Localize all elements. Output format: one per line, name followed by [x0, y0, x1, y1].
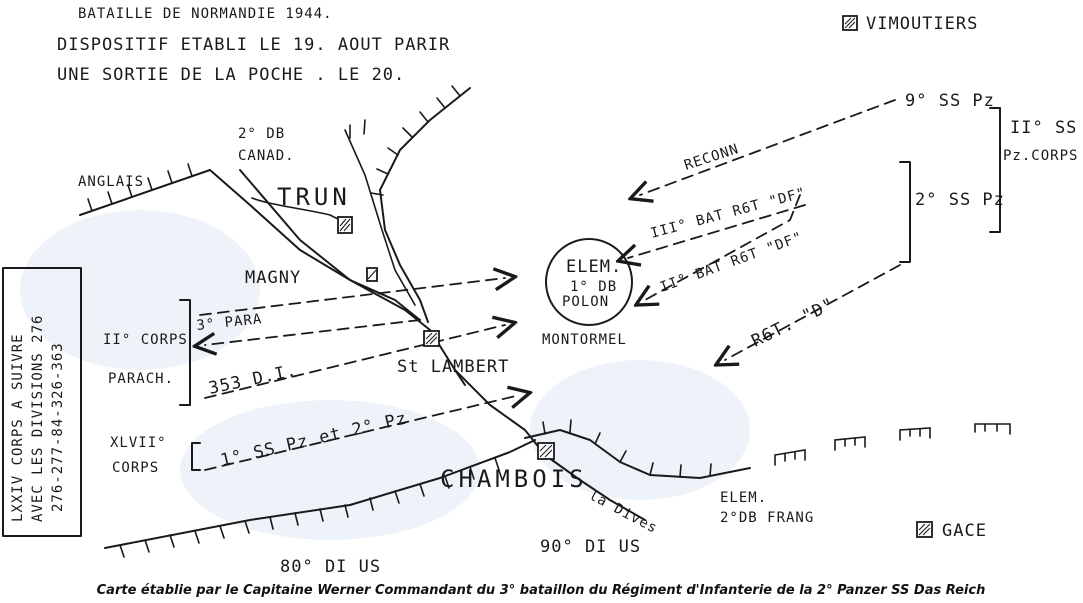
- map-caption: Carte établie par le Capitaine Werner Co…: [97, 583, 986, 598]
- label-2db-frang-line2: 2°DB FRANG: [720, 510, 814, 526]
- town-gace-icon: [916, 521, 933, 538]
- road-north-ticks: [349, 119, 366, 139]
- town-magny-icon: [366, 267, 378, 282]
- label-reconn: RECONN: [682, 141, 741, 174]
- lxxiv-corps-text: LXXIV CORPS A SUIVRE AVEC LES DIVISIONS …: [10, 315, 66, 522]
- label-2db-canad-line1: 2° DB: [238, 126, 285, 142]
- arrow-rgt-d: [725, 264, 901, 360]
- label-gace: GACE: [942, 521, 987, 541]
- bracket-2ss-corps: [989, 107, 1001, 233]
- label-polish-line1: ELEM.: [566, 257, 622, 277]
- label-353-di: 353 D.I.: [207, 361, 299, 399]
- label-vimoutiers: VIMOUTIERS: [866, 14, 978, 34]
- label-magny: MAGNY: [245, 268, 301, 288]
- label-st-lambert: St LAMBERT: [397, 357, 509, 377]
- label-2ss-corps-line2: Pz.CORPS: [1003, 148, 1078, 164]
- label-3-para: 3° PARA: [196, 311, 263, 334]
- front-ticks-southeast: [542, 419, 712, 478]
- town-chambois-icon: [537, 442, 555, 460]
- label-bat3-rgt-df: III° BAT R6T "DF": [649, 185, 808, 242]
- label-xlvii-line1: XLVII°: [110, 435, 167, 451]
- label-2-corps-para-line2: PARACH.: [108, 371, 174, 387]
- front-line-northwest: [79, 169, 421, 321]
- label-2db-frang-line1: ELEM.: [720, 490, 767, 506]
- arrow-353-di: [204, 325, 505, 399]
- label-trun: TRUN: [277, 183, 351, 211]
- label-lxxiv-line1: LXXIV CORPS A SUIVRE: [10, 333, 26, 522]
- label-lxxiv-line2: AVEC LES DIVISIONS 276: [30, 315, 46, 522]
- label-2-corps-para-line1: II° CORPS: [103, 332, 188, 348]
- road-north: [344, 129, 416, 306]
- arrow-1ss-pz: [204, 395, 520, 471]
- label-2db-canad-line2: CANAD.: [238, 148, 295, 164]
- label-polish-line3: POLON: [562, 294, 609, 310]
- label-2ss-pz: 2° SS Pz: [915, 190, 1005, 210]
- label-montormel: MONTORMEL: [542, 332, 627, 348]
- map-title: BATAILLE DE NORMANDIE 1944. DISPOSITIF E…: [57, 6, 450, 85]
- label-rgt-d: R6T. "D": [748, 294, 838, 351]
- label-polish-line2: 1° DB: [570, 279, 617, 295]
- arrow-bat3: [628, 204, 806, 258]
- title-line-2: DISPOSITIF ETABLI LE 19. AOUT PARIR: [57, 35, 450, 55]
- label-2ss-corps-line1: II° SS: [1010, 118, 1077, 138]
- town-vimoutiers-icon: [842, 15, 858, 31]
- label-bat2-rgt-df: II° BAT R6T "DF": [658, 229, 805, 296]
- arrow-3-para-west: [205, 319, 421, 345]
- title-line-3: UNE SORTIE DE LA POCHE . LE 20.: [57, 65, 405, 85]
- front-line-east-comb: [774, 423, 1011, 466]
- front-ticks-north: [370, 85, 461, 196]
- title-line-1: BATAILLE DE NORMANDIE 1944.: [78, 6, 333, 22]
- town-trun-icon: [337, 216, 353, 234]
- ridge-trun: [251, 197, 351, 226]
- label-xlvii-line2: CORPS: [112, 460, 159, 476]
- town-st-lambert-icon: [423, 330, 440, 347]
- front-ticks-northwest: [87, 163, 193, 212]
- arrow-bat2: [645, 194, 801, 300]
- label-chambois: CHAMBOIS: [440, 465, 588, 493]
- label-90-di-us: 90° DI US: [540, 537, 641, 557]
- label-anglais: ANGLAIS: [78, 174, 144, 190]
- label-lxxiv-line3: 276-277-84-326-363: [50, 342, 66, 512]
- label-9ss-pz: 9° SS Pz: [905, 91, 995, 111]
- arrow-reconn: [640, 99, 896, 195]
- arrow-3-para-east: [199, 278, 505, 316]
- river-dives: [239, 169, 646, 521]
- bracket-xlvii-corps: [191, 442, 201, 471]
- bracket-2ss-pz: [899, 161, 911, 263]
- polish-division-circle: [545, 238, 633, 326]
- front-line-south-river: [454, 369, 466, 386]
- bracket-2-para-corps: [179, 299, 191, 406]
- label-80-di-us: 80° DI US: [280, 557, 381, 577]
- lxxiv-corps-box: [2, 267, 82, 537]
- front-ticks-southwest: [119, 457, 500, 558]
- front-line-north: [379, 87, 471, 323]
